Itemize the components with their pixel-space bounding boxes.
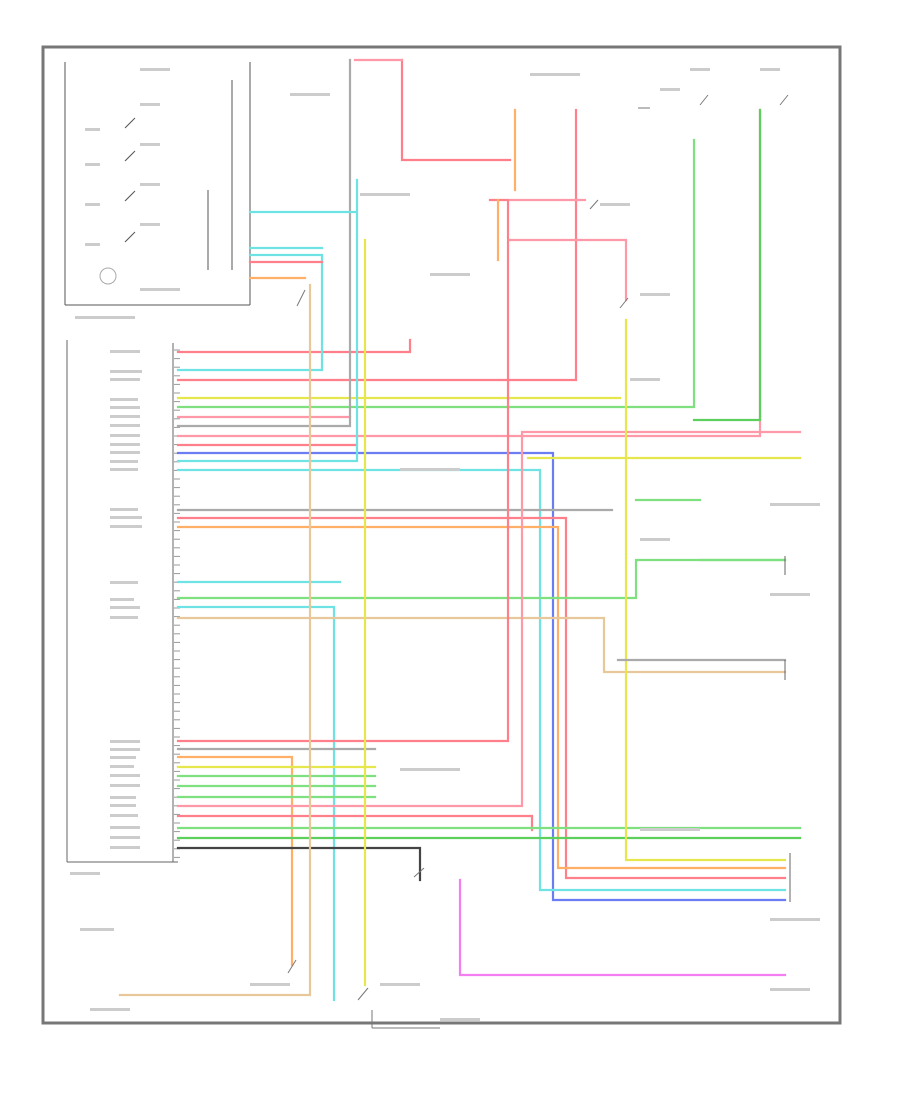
wire-green — [692, 108, 762, 422]
label-placeholder — [110, 516, 142, 519]
label-placeholder — [770, 988, 810, 991]
wire-red — [176, 108, 578, 382]
label-placeholder — [110, 468, 138, 471]
label-placeholder — [110, 406, 140, 409]
label-placeholder — [110, 581, 138, 584]
label-placeholder — [770, 918, 820, 921]
wire-cyan — [176, 605, 336, 1002]
label-placeholder — [400, 468, 460, 471]
label-placeholder — [110, 836, 140, 839]
label-placeholder — [640, 828, 700, 831]
wire-gray — [176, 58, 352, 428]
label-placeholder — [110, 451, 140, 454]
label-placeholder — [140, 223, 160, 226]
label-placeholder — [140, 183, 160, 186]
wire-blue — [176, 451, 787, 902]
label-placeholder — [110, 434, 140, 437]
label-placeholder — [110, 784, 140, 787]
label-placeholder — [530, 73, 580, 76]
label-placeholder — [85, 203, 100, 206]
label-placeholder — [430, 273, 470, 276]
label-placeholder — [110, 350, 140, 353]
label-placeholder — [110, 740, 140, 743]
label-placeholder — [90, 1008, 130, 1011]
label-placeholder — [110, 378, 140, 381]
wire-red — [176, 814, 534, 832]
label-placeholder — [140, 103, 160, 106]
label-placeholder — [110, 606, 140, 609]
label-placeholder — [110, 616, 138, 619]
label-placeholder — [110, 814, 138, 817]
label-placeholder — [80, 928, 114, 931]
label-placeholder — [290, 93, 330, 96]
label-placeholder — [110, 424, 140, 427]
diagram-frame — [41, 45, 842, 1025]
label-placeholder — [640, 538, 670, 541]
wire-yellow — [624, 318, 787, 862]
label-placeholder — [110, 765, 134, 768]
module-pins — [174, 349, 180, 858]
label-placeholder — [600, 203, 630, 206]
label-placeholders — [70, 68, 820, 1021]
wire-pink — [176, 430, 802, 808]
label-placeholder — [660, 88, 680, 91]
label-placeholder — [110, 443, 140, 446]
label-placeholder — [770, 593, 810, 596]
wires — [118, 58, 802, 1002]
main-module-box — [66, 340, 178, 863]
wire-tan — [176, 616, 787, 674]
label-placeholder — [640, 293, 670, 296]
label-placeholder — [110, 415, 140, 418]
label-placeholder — [250, 983, 290, 986]
label-placeholder — [70, 872, 100, 875]
label-placeholder — [440, 1018, 480, 1021]
wire-red — [176, 516, 787, 880]
wire-pink — [508, 238, 628, 302]
label-placeholder — [85, 163, 100, 166]
wire-cyan — [176, 178, 359, 463]
label-placeholder — [400, 768, 460, 771]
wire-black — [176, 846, 422, 882]
wire-cyan — [176, 253, 324, 372]
label-placeholder — [75, 316, 135, 319]
label-placeholder — [630, 378, 660, 381]
label-placeholder — [85, 243, 100, 246]
component-symbols — [287, 94, 789, 1029]
wire-red — [400, 58, 512, 162]
label-placeholder — [760, 68, 780, 71]
wire-tan — [118, 283, 312, 997]
label-placeholder — [110, 525, 142, 528]
label-placeholder — [380, 983, 420, 986]
label-placeholder — [110, 508, 138, 511]
label-placeholder — [140, 143, 160, 146]
label-placeholder — [770, 503, 820, 506]
label-placeholder — [110, 846, 140, 849]
label-placeholder — [140, 68, 170, 71]
label-placeholder — [110, 804, 136, 807]
wire-red — [176, 338, 412, 354]
wire-orange — [176, 755, 294, 967]
label-placeholder — [85, 128, 100, 131]
wire-cyan — [176, 468, 787, 892]
top-left-module — [64, 62, 251, 306]
wire-light_green — [176, 558, 787, 600]
label-placeholder — [110, 460, 138, 463]
wire-violet — [458, 878, 787, 977]
label-placeholder — [110, 756, 136, 759]
label-placeholder — [360, 193, 410, 196]
right-connectors — [784, 556, 791, 902]
label-placeholder — [110, 774, 140, 777]
wire-orange — [176, 525, 787, 870]
label-placeholder — [110, 796, 136, 799]
label-placeholder — [690, 68, 710, 71]
label-placeholder — [110, 598, 134, 601]
label-placeholder — [110, 826, 140, 829]
label-placeholder — [140, 288, 180, 291]
label-placeholder — [110, 370, 142, 373]
label-placeholder — [110, 748, 140, 751]
label-placeholder — [110, 398, 138, 401]
